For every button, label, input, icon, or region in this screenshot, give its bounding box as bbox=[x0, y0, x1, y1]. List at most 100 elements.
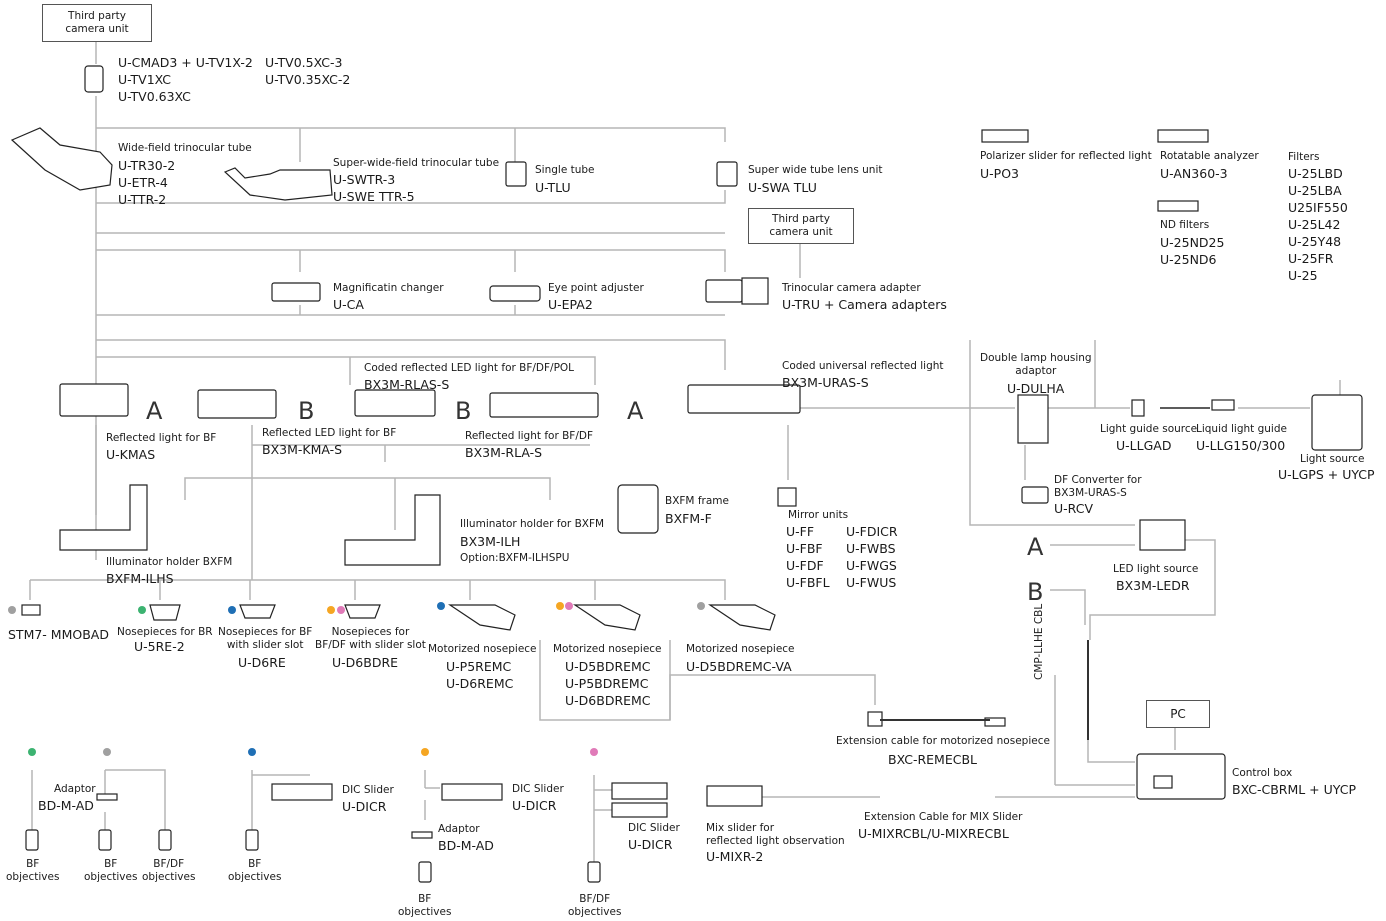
blue-dot bbox=[437, 602, 445, 610]
motorized-codes: U-P5REMC U-D6REMC bbox=[446, 659, 514, 691]
rla-title: Reflected light for BF/DF bbox=[465, 430, 593, 442]
motorized-title: Motorized nosepiece bbox=[686, 643, 795, 655]
polarizer-title: Polarizer slider for reflected light bbox=[980, 150, 1152, 162]
df-converter-title: DF Converter for BX3M-URAS-S bbox=[1054, 474, 1142, 499]
gray-dot bbox=[8, 606, 16, 614]
tube-code: U-SWTR-3 bbox=[333, 172, 396, 187]
kma-code: BX3M-KMA-S bbox=[262, 442, 343, 457]
mirror-code: U-FWBS bbox=[846, 541, 896, 556]
pc-box: PC bbox=[1146, 700, 1210, 728]
adaptor-code: BD-M-AD bbox=[38, 798, 94, 813]
coded-light-code: BX3M-RLAS-S bbox=[364, 377, 450, 392]
eye-point-title: Eye point adjuster bbox=[548, 282, 644, 294]
tube-code: U-SWA TLU bbox=[748, 180, 817, 195]
filter-code: U-25LBD bbox=[1288, 166, 1343, 181]
kmas-code: U-KMAS bbox=[106, 447, 156, 462]
control-box-code: BXC-CBRML + UYCP bbox=[1232, 782, 1356, 797]
dic-title: DIC Slider bbox=[512, 783, 564, 795]
objectives-label: BF objectives bbox=[84, 858, 138, 883]
rla-code: BX3M-RLA-S bbox=[465, 445, 543, 460]
green-dot bbox=[138, 606, 146, 614]
analyzer-title: Rotatable analyzer bbox=[1160, 150, 1259, 162]
motorized-code: U-D5BDREMC-VA bbox=[686, 659, 792, 674]
objectives-label: BF/DF objectives bbox=[568, 893, 622, 918]
camera-adapter-code: U-TV0.5XC-3 bbox=[265, 55, 343, 70]
mix-cable-code: U-MIXRCBL/U-MIXRECBL bbox=[858, 826, 1009, 841]
light-source-title: Light source bbox=[1300, 453, 1365, 465]
bf-nosepiece-title: Nosepieces for BF with slider slot bbox=[218, 626, 313, 651]
bxfm-frame-code: BXFM-F bbox=[665, 511, 712, 526]
mirror-code: U-FDF bbox=[786, 558, 824, 573]
llgad-title: Light guide source bbox=[1100, 423, 1198, 435]
universal-light-title: Coded universal reflected light bbox=[782, 360, 944, 372]
stm-code: STM7- MMOBAD bbox=[8, 627, 109, 642]
filter-code: U25IF550 bbox=[1288, 200, 1348, 215]
tube-title: Single tube bbox=[535, 164, 595, 176]
kmas-title: Reflected light for BF bbox=[106, 432, 217, 444]
filter-code: U-25 bbox=[1288, 268, 1318, 283]
letter-a: A bbox=[627, 397, 644, 425]
dic-title: DIC Slider bbox=[628, 822, 680, 834]
tube-code: U-TTR-2 bbox=[118, 192, 167, 207]
letter-b: B bbox=[1027, 578, 1044, 606]
tube-title: Super-wide-field trinocular tube bbox=[333, 157, 500, 169]
blue-dot bbox=[248, 748, 256, 756]
adaptor-title: Adaptor bbox=[54, 783, 96, 795]
letter-a: A bbox=[146, 397, 163, 425]
trinocular-adapter-code: U-TRU + Camera adapters bbox=[782, 297, 947, 312]
mirror-code: U-FF bbox=[786, 524, 815, 539]
mix-cable-title: Extension Cable for MIX Slider bbox=[864, 811, 1023, 823]
pink-dot bbox=[565, 602, 573, 610]
br-title: Nosepieces for BR bbox=[117, 626, 213, 638]
camera-adapter-code: U-TV1XC bbox=[118, 72, 172, 87]
bfdf-nosepiece-title: Nosepieces for BF/DF with slider slot bbox=[315, 626, 426, 651]
ext-cable-code: BXC-REMECBL bbox=[888, 752, 978, 767]
ilhs-code: BXFM-ILHS bbox=[106, 571, 174, 586]
tube-title: Wide-field trinocular tube bbox=[118, 142, 252, 154]
gray-dot bbox=[697, 602, 705, 610]
bxfm-frame-title: BXFM frame bbox=[665, 495, 729, 507]
camera-unit-drawing bbox=[84, 65, 104, 93]
llg-code: U-LLG150/300 bbox=[1196, 438, 1286, 453]
ext-cable-title: Extension cable for motorized nosepiece bbox=[836, 735, 1050, 747]
mirror-code: U-FWUS bbox=[846, 575, 897, 590]
ilhs-title: Illuminator holder BXFM bbox=[106, 556, 233, 568]
third-party-camera-box: Third party camera unit bbox=[42, 4, 152, 42]
mag-changer-title: Magnificatin changer bbox=[333, 282, 444, 294]
eye-point-code: U-EPA2 bbox=[548, 297, 593, 312]
filters-title: Filters bbox=[1288, 151, 1320, 163]
pink-dot bbox=[590, 748, 598, 756]
polarizer-code: U-PO3 bbox=[980, 166, 1019, 181]
objectives-label: BF objectives bbox=[398, 893, 452, 918]
motorized-title: Motorized nosepiece bbox=[428, 643, 537, 655]
ilh-code: BX3M-ILH bbox=[460, 534, 521, 549]
camera-adapter-code: U-TV0.63XC bbox=[118, 89, 191, 104]
adaptor-code: BD-M-AD bbox=[438, 838, 494, 853]
letter-b: B bbox=[298, 397, 315, 425]
motorized-title: Motorized nosepiece bbox=[553, 643, 662, 655]
filter-code: U-25LBA bbox=[1288, 183, 1342, 198]
orange-dot bbox=[327, 606, 335, 614]
trinocular-tube-drawing bbox=[10, 127, 113, 191]
tube-code: U-TLU bbox=[535, 180, 571, 195]
ilh-option: Option:BXFM-ILHSPU bbox=[460, 552, 570, 564]
nd-filters-title: ND filters bbox=[1160, 219, 1210, 231]
objectives-label: BF objectives bbox=[228, 858, 282, 883]
filter-code: U-25FR bbox=[1288, 251, 1334, 266]
mirror-code: U-FWGS bbox=[846, 558, 897, 573]
filter-code: U-25L42 bbox=[1288, 217, 1341, 232]
mirror-code: U-FBF bbox=[786, 541, 823, 556]
dic-code: U-DICR bbox=[628, 837, 673, 852]
mirror-code: U-FDICR bbox=[846, 524, 898, 539]
adaptor-title: Adaptor bbox=[438, 823, 480, 835]
orange-dot bbox=[421, 748, 429, 756]
tube-code: U-TR30-2 bbox=[118, 158, 176, 173]
llg-title: Liquid light guide bbox=[1196, 423, 1287, 435]
camera-adapter-code: U-TV0.35XC-2 bbox=[265, 72, 351, 87]
tube-code: U-SWE TTR-5 bbox=[333, 189, 415, 204]
letter-a: A bbox=[1027, 533, 1044, 561]
filter-code: U-25Y48 bbox=[1288, 234, 1342, 249]
motorized-codes: U-D5BDREMC U-P5BDREMC U-D6BDREMC bbox=[565, 659, 651, 708]
letter-b: B bbox=[455, 397, 472, 425]
universal-light-code: BX3M-URAS-S bbox=[782, 375, 869, 390]
